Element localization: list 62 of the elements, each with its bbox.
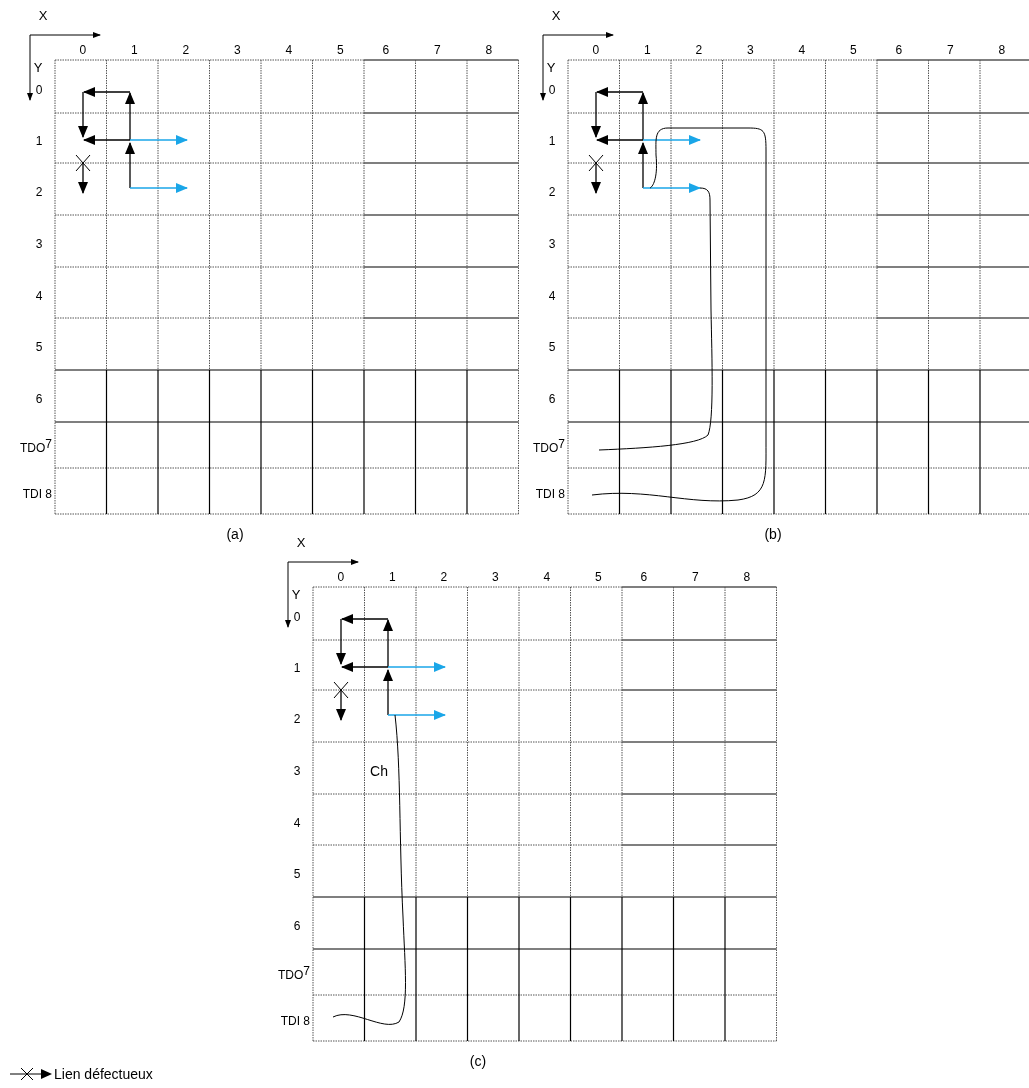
row-number: 1 xyxy=(548,135,556,147)
column-number: 5 xyxy=(594,571,602,583)
column-number: 3 xyxy=(746,44,754,56)
row-number: 0 xyxy=(35,83,43,96)
row-number: 2 xyxy=(35,186,43,198)
column-number: 2 xyxy=(182,44,190,56)
column-number: 6 xyxy=(895,44,903,56)
column-number: 2 xyxy=(440,571,448,583)
row-number: 5 xyxy=(35,341,43,353)
panel-caption: (c) xyxy=(469,1054,487,1068)
column-number: 5 xyxy=(336,44,344,56)
axis-label: X xyxy=(551,8,561,22)
column-number: 8 xyxy=(998,44,1006,56)
column-number: 0 xyxy=(337,571,345,583)
row-number: 3 xyxy=(293,765,301,777)
column-number: 1 xyxy=(388,571,396,583)
column-number: 7 xyxy=(433,44,441,56)
port-label: TDI 8 xyxy=(280,1015,310,1027)
axis-label: Y xyxy=(291,587,301,601)
row-number: 4 xyxy=(293,816,301,829)
row-number: 4 xyxy=(35,289,43,302)
column-number: 4 xyxy=(285,44,293,56)
row-number: 2 xyxy=(548,186,556,198)
row-number: 3 xyxy=(35,238,43,250)
column-number: 3 xyxy=(233,44,241,56)
row-number: 4 xyxy=(548,289,556,302)
column-number: 6 xyxy=(382,44,390,56)
column-number: 7 xyxy=(946,44,954,56)
row-number: 0 xyxy=(293,610,301,623)
row-number: 5 xyxy=(293,868,301,880)
row-number: 6 xyxy=(293,920,301,932)
column-number: 6 xyxy=(640,571,648,583)
port-label: TDI 8 xyxy=(535,488,565,500)
axis-label: Y xyxy=(546,60,556,74)
panel-caption: (a) xyxy=(226,527,244,541)
row-number: 1 xyxy=(293,662,301,674)
column-number: 3 xyxy=(491,571,499,583)
column-number: 8 xyxy=(743,571,751,583)
row-number: 5 xyxy=(548,341,556,353)
column-number: 0 xyxy=(79,44,87,56)
legend-text: Lien défectueux xyxy=(54,1066,153,1082)
column-number: 1 xyxy=(643,44,651,56)
path-label: Ch xyxy=(370,764,388,778)
column-number: 4 xyxy=(798,44,806,56)
axis-label: X xyxy=(296,535,306,549)
row-number: 6 xyxy=(35,393,43,405)
column-number: 5 xyxy=(849,44,857,56)
row-number: 1 xyxy=(35,135,43,147)
row-number: 0 xyxy=(548,83,556,96)
axis-label: X xyxy=(38,8,48,22)
column-number: 0 xyxy=(592,44,600,56)
column-number: 4 xyxy=(543,571,551,583)
axis-label: Y xyxy=(33,60,43,74)
column-number: 7 xyxy=(691,571,699,583)
column-number: 1 xyxy=(130,44,138,56)
port-label: TDI 8 xyxy=(22,488,52,500)
column-number: 2 xyxy=(695,44,703,56)
column-number: 8 xyxy=(485,44,493,56)
row-number: 6 xyxy=(548,393,556,405)
row-number: 2 xyxy=(293,713,301,725)
row-number: 3 xyxy=(548,238,556,250)
panel-caption: (b) xyxy=(764,527,782,541)
